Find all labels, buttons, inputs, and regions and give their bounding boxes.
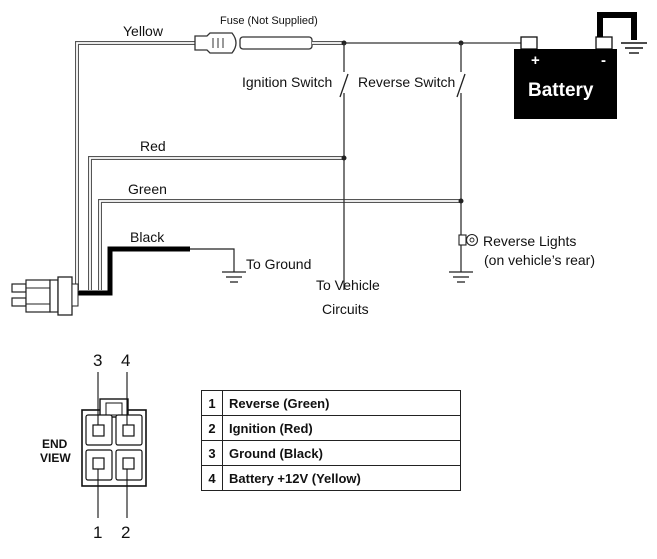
- pin-2-label: 2: [121, 523, 130, 542]
- pin-1-label: 1: [93, 523, 102, 542]
- pin-4-label: 4: [121, 351, 130, 370]
- reverse-lights-label: Reverse Lights: [483, 233, 576, 249]
- connector-plug-icon: [11, 276, 79, 316]
- battery-icon: [514, 12, 647, 119]
- reverse-switch-icon: [456, 73, 466, 98]
- battery-plus-label: +: [531, 52, 540, 69]
- reverse-lights-label-line2: (on vehicle’s rear): [484, 252, 595, 268]
- pin-description-cell: Reverse (Green): [222, 390, 461, 416]
- to-vehicle-label-line2: Circuits: [322, 301, 369, 317]
- black-wire-label: Black: [130, 229, 165, 245]
- ground-symbol-left-icon: [222, 271, 246, 283]
- pin-description-cell: Ground (Black): [222, 440, 461, 466]
- ignition-switch-label: Ignition Switch: [242, 74, 332, 90]
- reverse-light-bulb-icon: [458, 233, 479, 247]
- fuse-icon: [194, 32, 344, 54]
- red-wire-label: Red: [140, 138, 166, 154]
- green-wire: [98, 199, 461, 290]
- pin-number-cell: 4: [201, 465, 223, 491]
- to-vehicle-label: To Vehicle: [316, 277, 380, 293]
- junction-dot: [458, 198, 464, 204]
- battery-label: Battery: [528, 80, 594, 101]
- end-view-label: END: [42, 437, 68, 451]
- green-wire-label: Green: [128, 181, 167, 197]
- black-wire: [70, 246, 190, 296]
- pin-number-cell: 2: [201, 415, 223, 441]
- pin-description-cell: Battery +12V (Yellow): [222, 465, 461, 491]
- battery-minus-label: -: [601, 52, 606, 69]
- connector-end-view-icon: [81, 372, 147, 518]
- ignition-switch-icon: [339, 73, 349, 98]
- yellow-wire-label: Yellow: [123, 23, 164, 39]
- pin-number-cell: 1: [201, 390, 223, 416]
- to-ground-label: To Ground: [246, 256, 311, 272]
- red-wire: [88, 156, 344, 290]
- fuse-label: Fuse (Not Supplied): [220, 15, 318, 27]
- yellow-wire: [75, 41, 195, 290]
- ground-wire: [190, 248, 235, 272]
- reverse-switch-label: Reverse Switch: [358, 74, 455, 90]
- end-view-label-line2: VIEW: [40, 451, 71, 465]
- pin-3-label: 3: [93, 351, 102, 370]
- pin-number-cell: 3: [201, 440, 223, 466]
- pin-description-cell: Ignition (Red): [222, 415, 461, 441]
- junction-dot: [341, 155, 347, 161]
- ground-symbol-right-icon: [449, 271, 473, 283]
